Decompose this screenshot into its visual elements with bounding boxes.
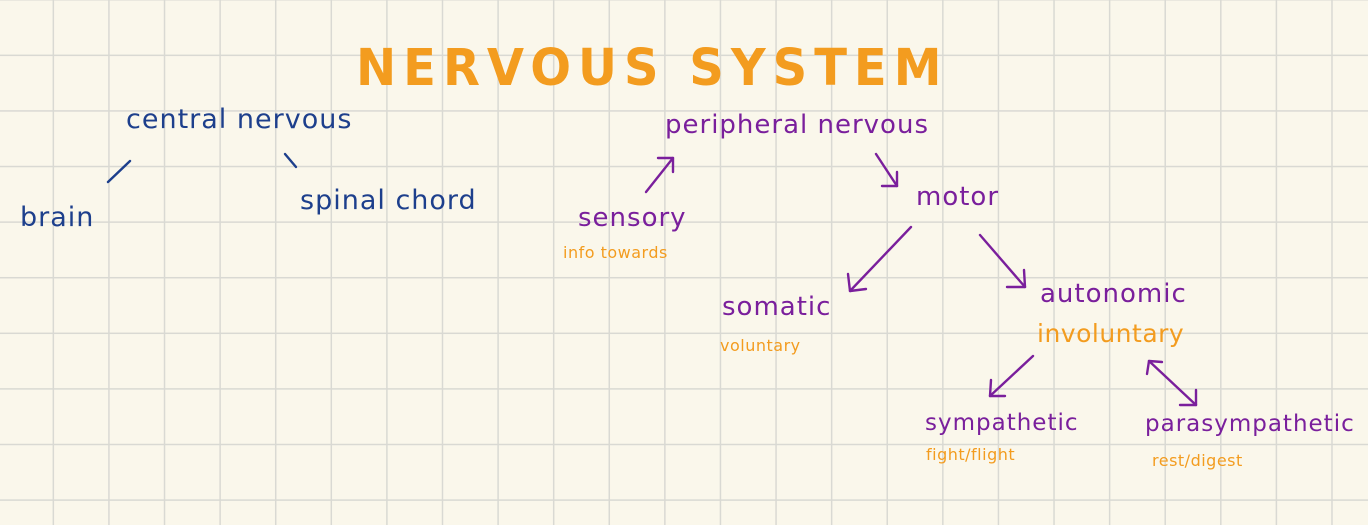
sensory-arrow xyxy=(644,156,675,194)
brain-label: brain xyxy=(20,202,95,233)
sensory-label: sensory xyxy=(578,203,687,233)
autonomic-arrow xyxy=(978,233,1027,289)
spinal-chord-connector xyxy=(283,152,298,169)
sympathetic-arrow xyxy=(988,354,1035,398)
parasympathetic-arrow-head xyxy=(1145,359,1164,376)
somatic-arrow xyxy=(848,225,913,293)
motor-label: motor xyxy=(916,182,1000,212)
sensory-arrow-head xyxy=(656,156,675,174)
central-nervous-label: central nervous xyxy=(126,104,353,135)
autonomic-note: involuntary xyxy=(1037,319,1185,348)
brain-connector xyxy=(106,159,132,184)
parasympathetic-arrow-tail-head xyxy=(1178,388,1198,407)
parasympathetic-note: rest/digest xyxy=(1152,451,1243,470)
parasympathetic-label: parasympathetic xyxy=(1145,411,1355,437)
spinal-chord-label: spinal chord xyxy=(300,185,477,216)
parasympathetic-arrow xyxy=(1147,359,1198,407)
motor-arrow-head xyxy=(880,170,899,188)
sympathetic-note: fight/flight xyxy=(926,445,1016,464)
page-title: NERVOUS SYSTEM xyxy=(356,38,949,98)
sympathetic-label: sympathetic xyxy=(925,410,1079,436)
sympathetic-arrow-head xyxy=(988,378,1007,398)
motor-arrow xyxy=(874,152,899,188)
sensory-note: info towards xyxy=(563,243,668,262)
autonomic-arrow-head xyxy=(1005,268,1027,289)
peripheral-nervous-label: peripheral nervous xyxy=(665,110,929,140)
somatic-arrow-head xyxy=(846,272,868,293)
somatic-label: somatic xyxy=(722,292,832,322)
autonomic-label: autonomic xyxy=(1040,279,1187,309)
somatic-note: voluntary xyxy=(720,336,801,355)
